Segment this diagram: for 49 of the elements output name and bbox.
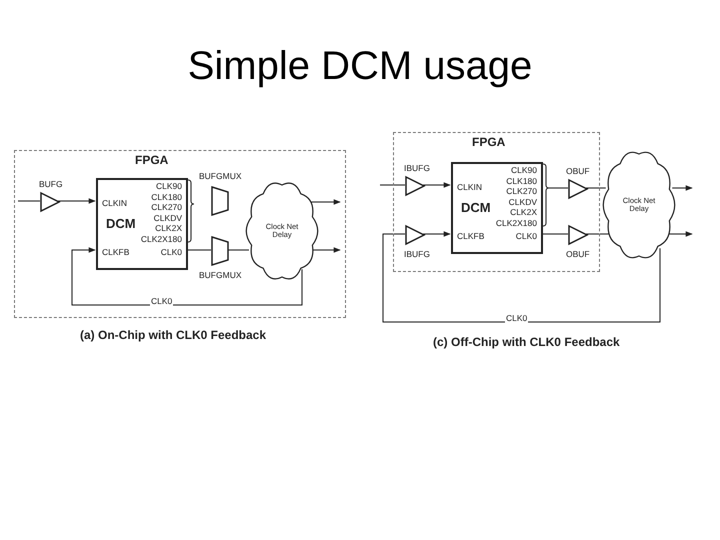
fpga-boundary bbox=[393, 132, 600, 272]
boundary-title: FPGA bbox=[472, 136, 506, 148]
pin-label: CLKFB bbox=[457, 232, 484, 240]
connector bbox=[672, 185, 693, 191]
figure-caption: (c) Off-Chip with CLK0 Feedback bbox=[433, 336, 620, 348]
pin-label: CLK0 bbox=[160, 248, 182, 256]
block-title: DCM bbox=[106, 217, 136, 230]
component-label: BUFGMUX bbox=[199, 172, 241, 180]
connector bbox=[312, 247, 341, 253]
pin-label: CLK2X bbox=[510, 208, 537, 216]
component-label: OBUF bbox=[566, 250, 591, 258]
connector bbox=[422, 231, 451, 237]
pin-label: CLK90 bbox=[156, 182, 182, 190]
component-label: IBUFG bbox=[404, 164, 431, 172]
component-label: OBUF bbox=[566, 167, 591, 176]
connector bbox=[668, 231, 693, 237]
pin-label: CLK270 bbox=[506, 187, 537, 196]
connector bbox=[58, 198, 96, 204]
pin-label: CLKFB bbox=[102, 248, 130, 256]
connector bbox=[18, 200, 40, 202]
pin-label: CLK2X bbox=[155, 224, 182, 232]
pin-label: CLKIN bbox=[457, 183, 482, 192]
dcm-block bbox=[451, 162, 543, 254]
component-label: IBUFG bbox=[404, 250, 431, 258]
connector bbox=[309, 199, 341, 205]
connector bbox=[72, 247, 302, 306]
fpga-boundary bbox=[14, 150, 346, 318]
pin-label: CLK180 bbox=[151, 192, 182, 201]
pin-label: CLK2X180 bbox=[140, 234, 182, 243]
connector bbox=[382, 234, 660, 322]
boundary-title: FPGA bbox=[135, 154, 168, 166]
block-title: DCM bbox=[461, 201, 491, 214]
pin-label: CLK270 bbox=[151, 203, 182, 212]
connector bbox=[380, 184, 406, 186]
figure-caption: (a) On-Chip with CLK0 Feedback bbox=[80, 329, 266, 341]
component-label: BUFGMUX bbox=[199, 270, 241, 279]
component-label: BUFG bbox=[39, 180, 63, 188]
pin-label: CLKDV bbox=[508, 198, 537, 206]
dcm-block bbox=[96, 178, 188, 270]
connector bbox=[422, 182, 451, 188]
edge-label: CLK0 bbox=[505, 314, 528, 322]
pin-label: CLK180 bbox=[506, 176, 537, 185]
pin-label: CLK90 bbox=[511, 166, 537, 174]
pin-label: CLKIN bbox=[102, 199, 128, 208]
pin-label: CLK0 bbox=[516, 232, 537, 240]
pin-label: CLK2X180 bbox=[496, 218, 537, 227]
title: Simple DCM usage bbox=[186, 44, 534, 89]
pin-label: CLKDV bbox=[154, 214, 182, 222]
edge-label: CLK0 bbox=[150, 297, 174, 306]
